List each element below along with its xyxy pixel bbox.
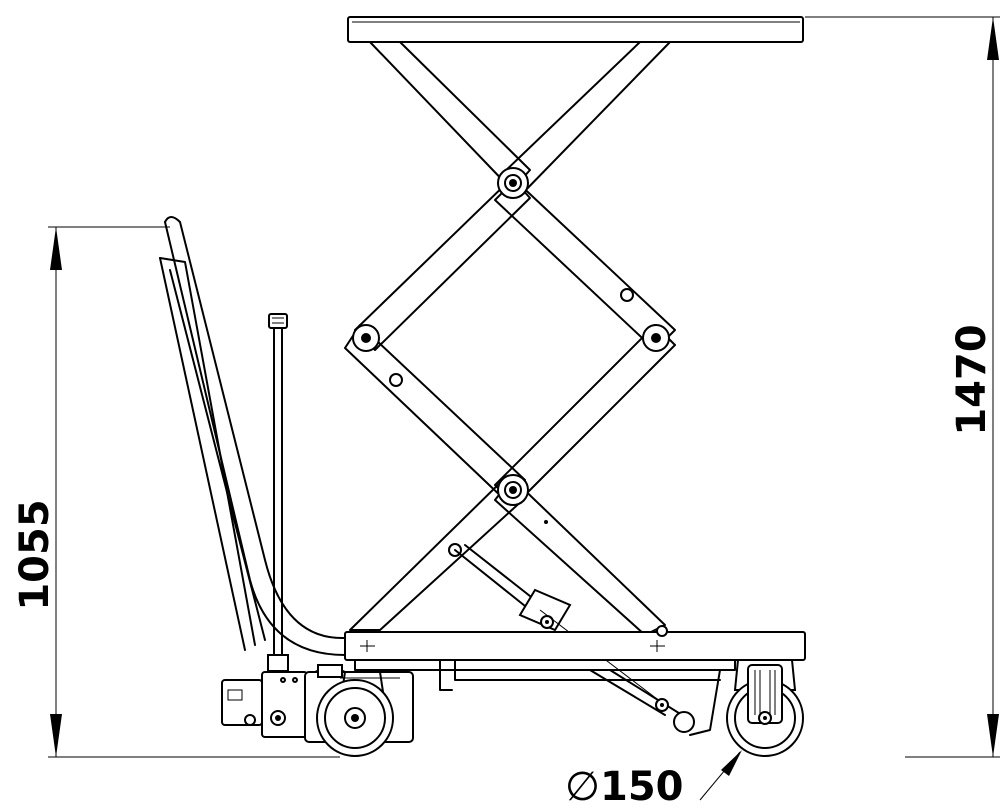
release-rod bbox=[267, 313, 289, 672]
right-wheel bbox=[726, 659, 804, 757]
left-wheel bbox=[316, 671, 394, 757]
pivot-bottom bbox=[497, 474, 529, 506]
wheel-diameter-label: 150 bbox=[600, 764, 684, 809]
dimension-1470-label: 1470 bbox=[949, 324, 995, 435]
diameter-symbol: ∅ bbox=[565, 764, 600, 809]
hydraulic-cylinder bbox=[454, 544, 666, 706]
pivot-left bbox=[352, 324, 380, 352]
dimension-wheel-diameter: ∅ 150 bbox=[565, 750, 742, 809]
dimension-1470: 1470 bbox=[805, 16, 1000, 758]
pivot-top bbox=[497, 167, 529, 199]
top-platform bbox=[347, 16, 804, 43]
pivot-joints bbox=[352, 167, 670, 557]
pivot-right bbox=[642, 324, 670, 352]
chassis-frame bbox=[344, 625, 806, 736]
push-handle bbox=[159, 216, 346, 656]
dimension-1055-label: 1055 bbox=[12, 499, 58, 610]
dimension-1055: 1055 bbox=[12, 226, 340, 758]
